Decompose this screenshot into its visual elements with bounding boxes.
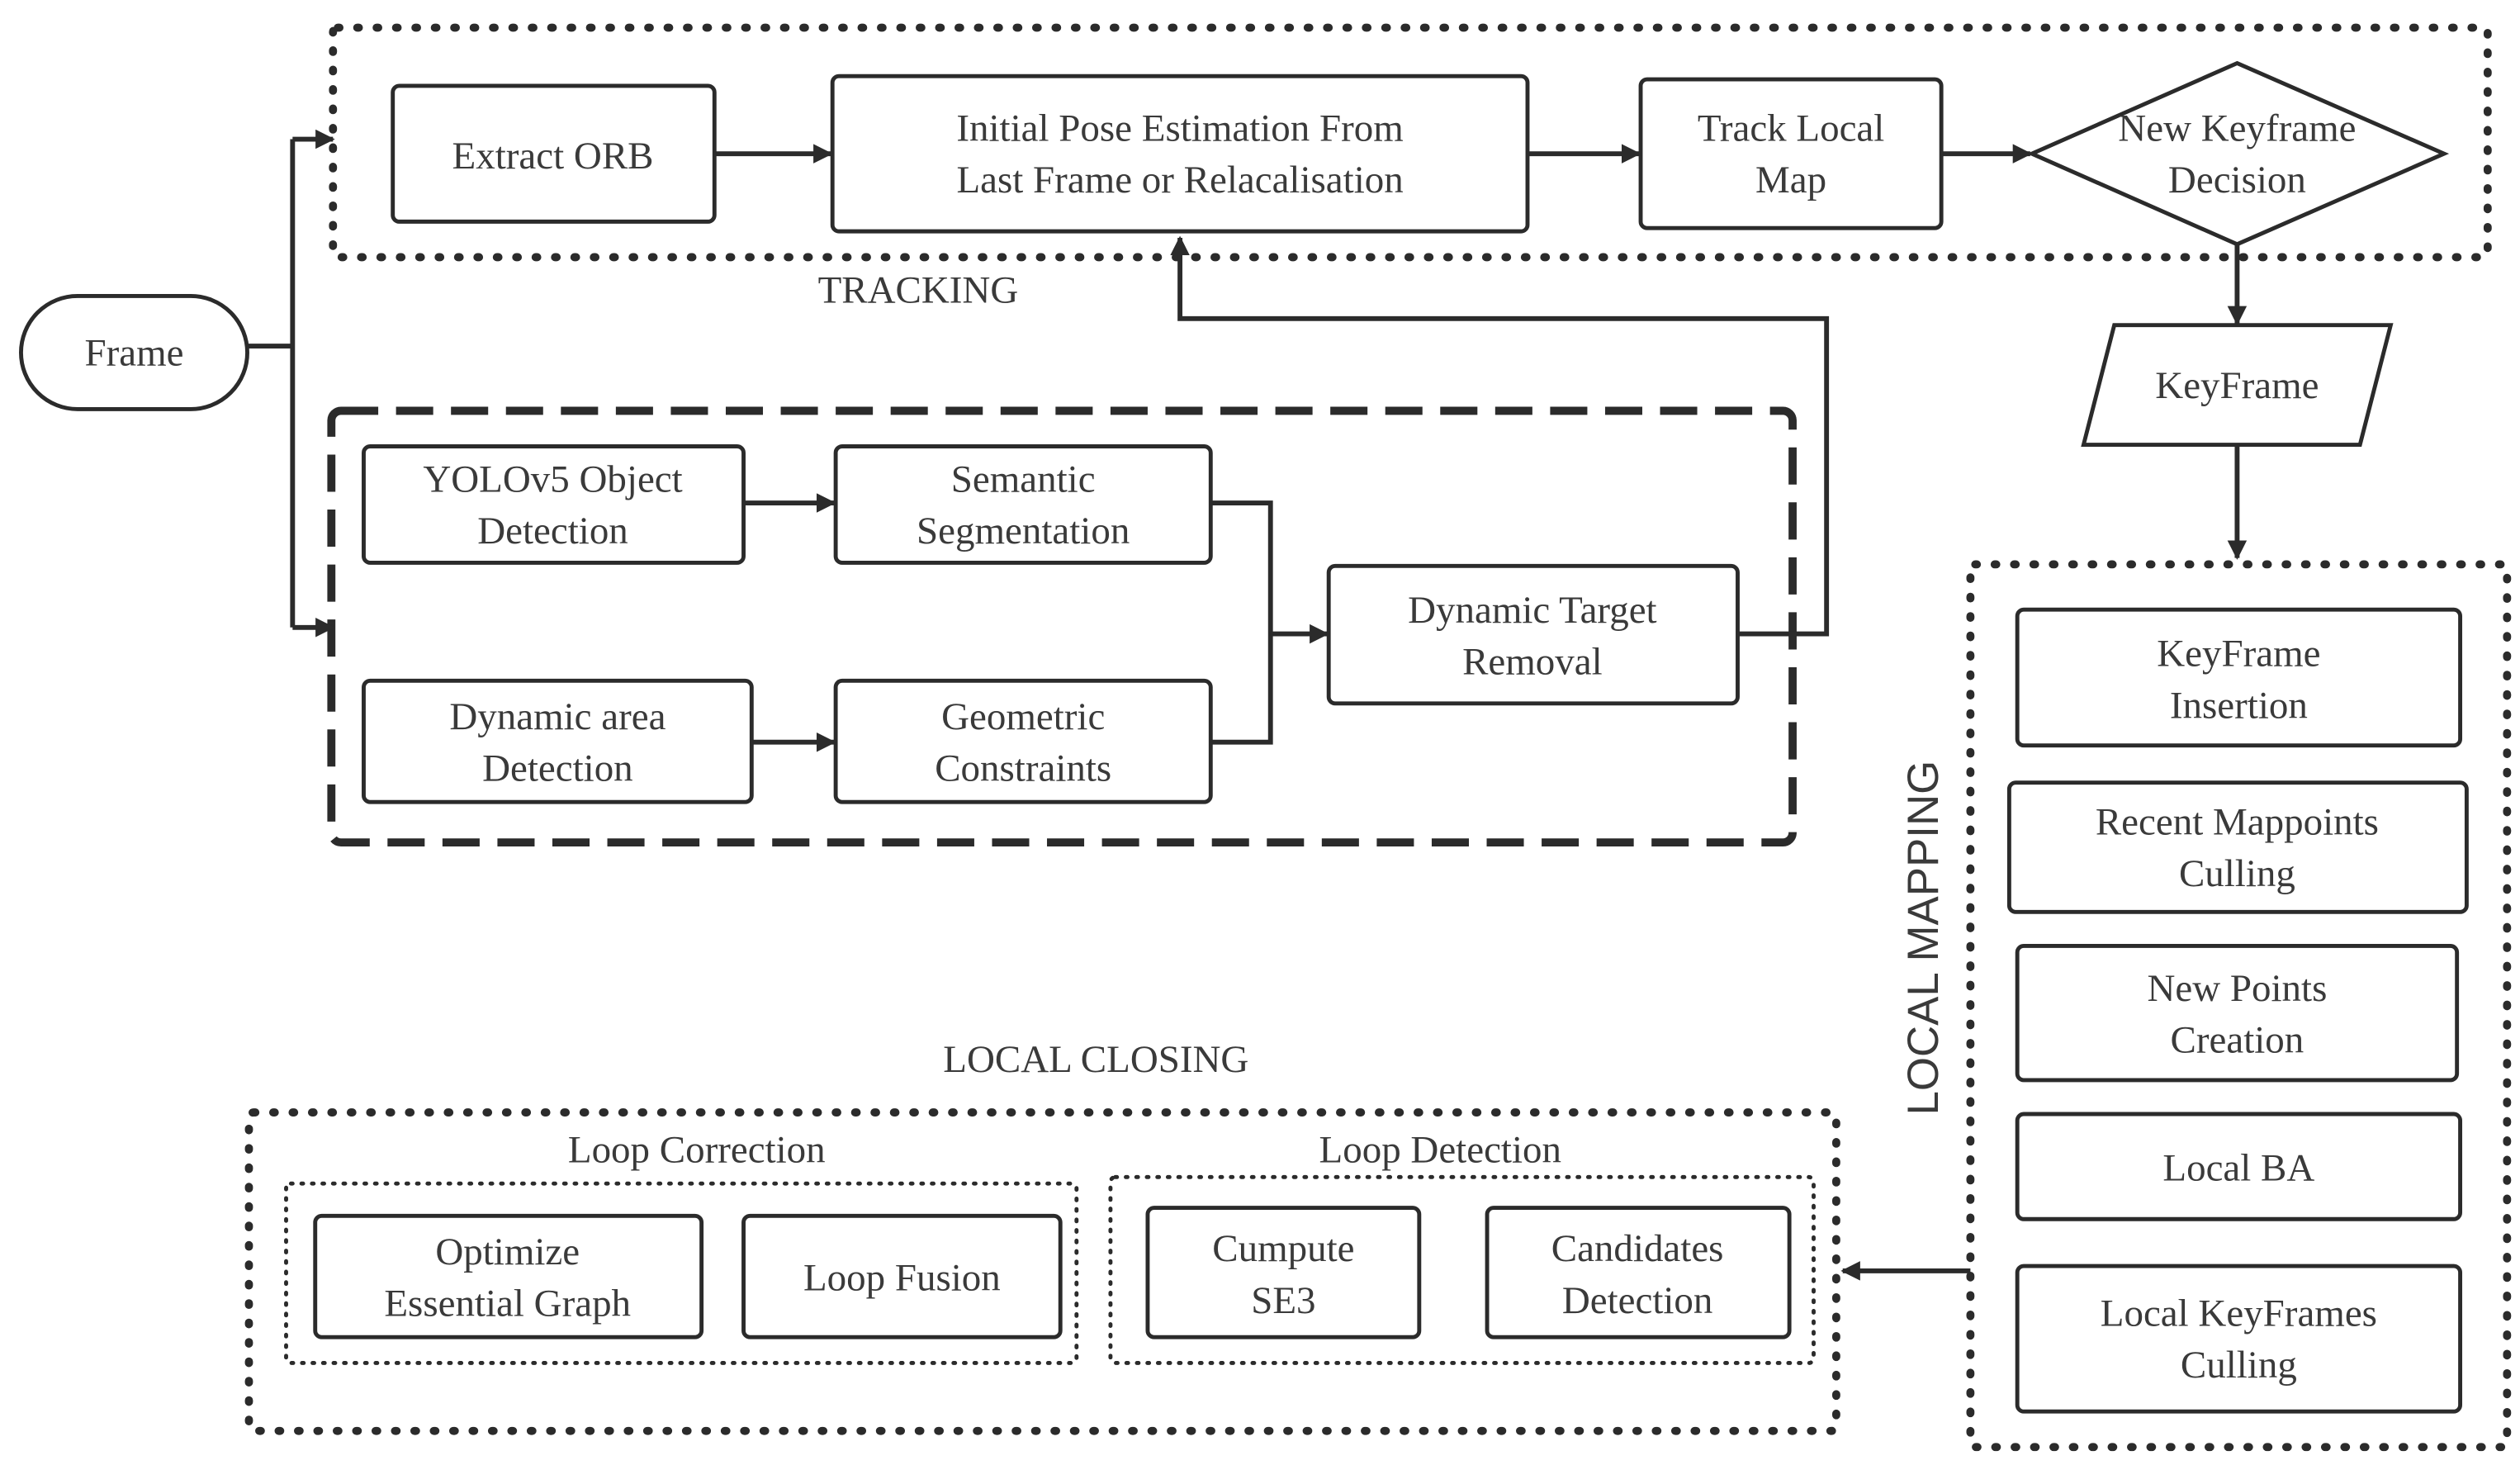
semantic-label-line2: Segmentation bbox=[917, 510, 1130, 552]
new-keyframe-decision-node: New Keyframe Decision bbox=[2026, 60, 2450, 247]
dynamic-area-node: Dynamic area Detection bbox=[362, 678, 754, 804]
new-points-label-line1: New Points bbox=[2147, 967, 2327, 1010]
local-closing-label: LOCAL CLOSING bbox=[943, 1038, 1248, 1081]
track-local-map-label-line1: Track Local bbox=[1698, 107, 1885, 149]
yolo-label-line1: YOLOv5 Object bbox=[423, 458, 682, 500]
candidates-detection-node: Candidates Detection bbox=[1485, 1206, 1792, 1339]
optimize-graph-node: Optimize Essential Graph bbox=[313, 1213, 704, 1339]
loop-detection-label: Loop Detection bbox=[1319, 1129, 1561, 1172]
arrow-removal-to-pose bbox=[1170, 235, 1830, 637]
candidates-detection-label-line2: Detection bbox=[1562, 1279, 1713, 1322]
extract-orb-label: Extract ORB bbox=[452, 135, 654, 178]
semantic-label-line1: Semantic bbox=[951, 458, 1096, 500]
dynamic-area-label-line1: Dynamic area bbox=[449, 695, 666, 738]
loop-fusion-label: Loop Fusion bbox=[803, 1256, 1001, 1299]
frame-label: Frame bbox=[84, 332, 183, 375]
keyframe-insertion-node: KeyFrame Insertion bbox=[2015, 607, 2463, 748]
compute-se3-label-line2: SE3 bbox=[1251, 1279, 1315, 1322]
local-keyframes-culling-label-line1: Local KeyFrames bbox=[2101, 1292, 2377, 1335]
keyframe-insertion-label-line1: KeyFrame bbox=[2157, 633, 2320, 676]
initial-pose-label-line1: Initial Pose Estimation From bbox=[956, 107, 1403, 149]
optimize-graph-label-line2: Essential Graph bbox=[384, 1282, 631, 1325]
extract-orb-node: Extract ORB bbox=[391, 83, 717, 224]
dynamic-area-label-line2: Detection bbox=[482, 747, 633, 790]
yolo-label-line2: Detection bbox=[477, 510, 628, 552]
dynamic-target-node: Dynamic Target Removal bbox=[1326, 563, 1740, 706]
initial-pose-label-line2: Last Frame or Relacalisation bbox=[956, 159, 1403, 201]
loop-correction-container bbox=[284, 1181, 1079, 1365]
optimize-graph-label-line1: Optimize bbox=[435, 1230, 580, 1273]
geometric-label-line1: Geometric bbox=[941, 695, 1105, 738]
dynamic-target-label-line1: Dynamic Target bbox=[1408, 589, 1656, 632]
new-points-label-line2: Creation bbox=[2171, 1019, 2304, 1062]
local-ba-node: Local BA bbox=[2015, 1112, 2463, 1221]
recent-mappoints-label-line1: Recent Mappoints bbox=[2096, 800, 2379, 843]
local-mapping-label: LOCAL MAPPING bbox=[1899, 761, 1948, 1116]
geometric-label-line2: Constraints bbox=[935, 747, 1111, 790]
track-local-map-label-line2: Map bbox=[1755, 159, 1826, 201]
initial-pose-node: Initial Pose Estimation From Last Frame … bbox=[830, 73, 1530, 234]
loop-detection-container bbox=[1108, 1174, 1816, 1365]
compute-se3-label-line1: Cumpute bbox=[1212, 1227, 1354, 1270]
candidates-detection-label-line1: Candidates bbox=[1551, 1227, 1724, 1270]
new-points-node: New Points Creation bbox=[2015, 943, 2460, 1083]
recent-mappoints-node: Recent Mappoints Culling bbox=[2006, 780, 2469, 914]
keyframe-label: KeyFrame bbox=[2155, 364, 2319, 407]
geometric-node: Geometric Constraints bbox=[833, 678, 1213, 804]
keyframe-insertion-label-line2: Insertion bbox=[2170, 684, 2308, 727]
frame-node: Frame bbox=[19, 293, 249, 411]
local-keyframes-culling-node: Local KeyFrames Culling bbox=[2015, 1264, 2463, 1414]
local-mapping-container bbox=[1966, 560, 2512, 1452]
local-ba-label: Local BA bbox=[2162, 1146, 2314, 1189]
new-keyframe-decision-label-line2: Decision bbox=[2168, 159, 2306, 201]
tracking-label: TRACKING bbox=[818, 268, 1019, 311]
loop-correction-label: Loop Correction bbox=[568, 1129, 826, 1172]
keyframe-node: KeyFrame bbox=[2081, 323, 2394, 447]
semantic-node: Semantic Segmentation bbox=[833, 444, 1213, 565]
loop-fusion-node: Loop Fusion bbox=[741, 1213, 1063, 1339]
new-keyframe-decision-label-line1: New Keyframe bbox=[2118, 107, 2356, 149]
yolo-node: YOLOv5 Object Detection bbox=[362, 444, 746, 565]
semantic-join bbox=[1210, 500, 1273, 745]
recent-mappoints-label-line2: Culling bbox=[2179, 852, 2295, 895]
dynamic-target-label-line2: Removal bbox=[1462, 641, 1603, 684]
compute-se3-node: Cumpute SE3 bbox=[1145, 1206, 1422, 1339]
track-local-map-node: Track Local Map bbox=[1638, 77, 1944, 230]
local-keyframes-culling-label-line2: Culling bbox=[2181, 1344, 2297, 1387]
tracking-container bbox=[329, 23, 2492, 262]
